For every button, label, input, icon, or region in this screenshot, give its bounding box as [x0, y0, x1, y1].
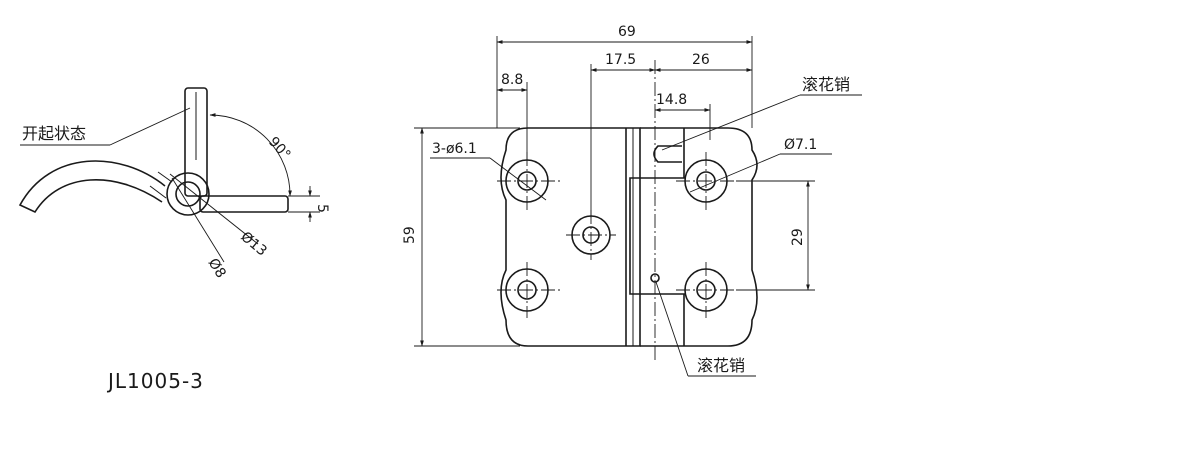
- knuckle-circle: [166, 172, 210, 216]
- horizontal-leaf: [199, 195, 289, 213]
- hole-callout-left: 3-ø6.1: [432, 141, 477, 157]
- pin-circle: [175, 181, 201, 207]
- right-leaf: [640, 127, 758, 347]
- left-leaf: [500, 127, 641, 347]
- dim-hole-offset: 8.8: [501, 72, 523, 88]
- thickness-dim: 5: [314, 204, 330, 213]
- curved-handle: [18, 160, 166, 214]
- hole-callout-right: Ø7.1: [784, 137, 817, 153]
- dim-hole-spacing: 29: [790, 228, 806, 246]
- knurled-pin-label-top: 滚花销: [802, 75, 850, 94]
- knuckle-dia-label: Ø13: [237, 229, 269, 260]
- angle-label: 90°: [265, 134, 294, 163]
- dim-height: 59: [402, 226, 418, 244]
- angle-arc: [209, 113, 292, 197]
- vertical-leaf: [184, 87, 208, 197]
- dim-pin-offset: 14.8: [656, 92, 687, 108]
- knuckle-dia-leader: [169, 173, 259, 245]
- side-view: 90° 开起状态 5 Ø8 Ø13: [18, 87, 330, 281]
- knurled-pin-label-bottom: 滚花销: [697, 356, 745, 375]
- dim-total-width: 69: [618, 24, 636, 40]
- pin-slot: [653, 145, 682, 163]
- dim-axis-to-right: 26: [692, 52, 710, 68]
- dim-left-to-axis: 17.5: [605, 52, 636, 68]
- right-leaf-step: [629, 128, 685, 346]
- pin-dia-leader: [171, 177, 225, 263]
- model-number: JL1005-3: [106, 369, 204, 393]
- pin-dia-label: Ø8: [205, 256, 229, 281]
- open-state-label: 开起状态: [22, 124, 86, 143]
- front-view: 69 8.8 17.5 26 14.8 59 29 3-ø6.1 Ø7.1: [402, 24, 862, 377]
